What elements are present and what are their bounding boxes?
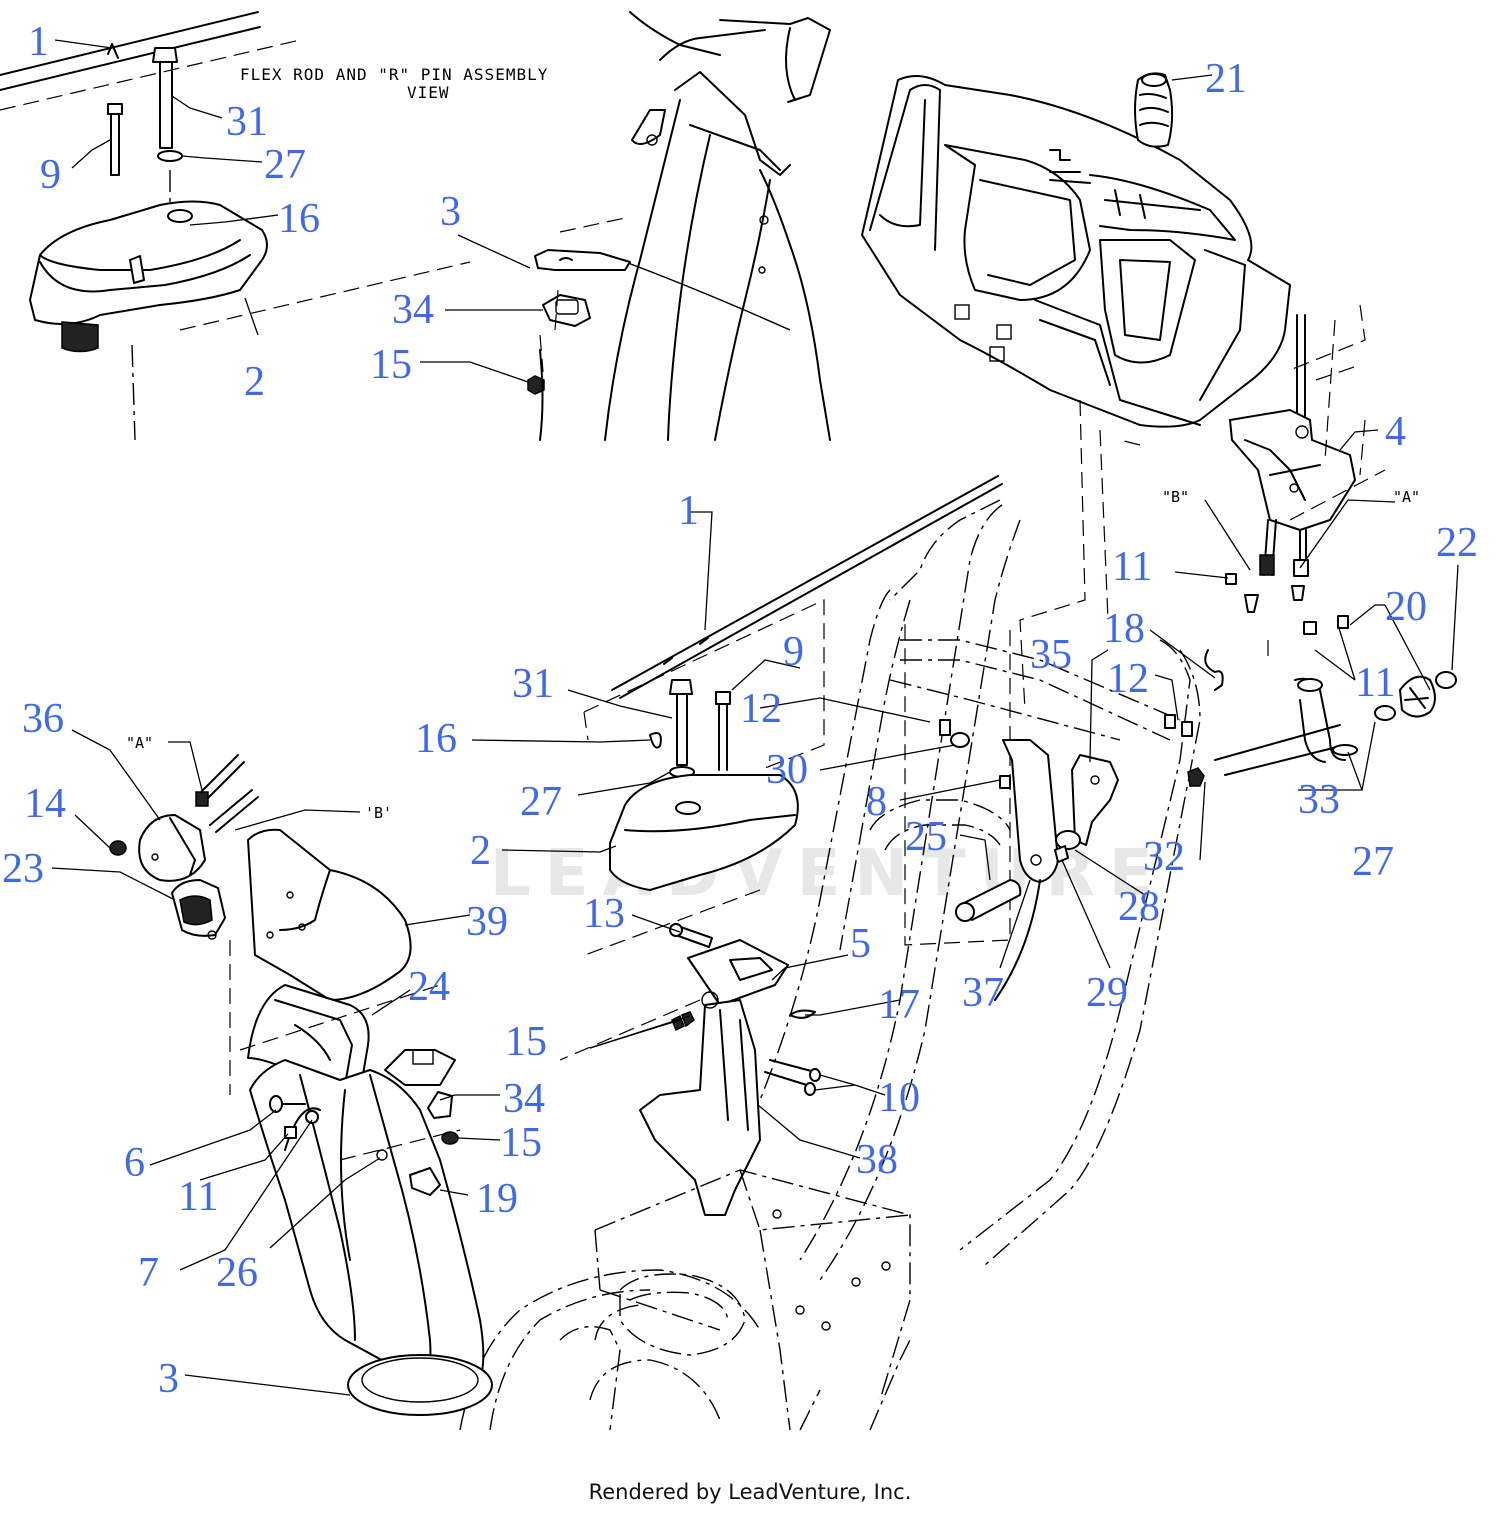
- callout-11-left: 11: [178, 1174, 218, 1220]
- callout-4: 4: [1385, 409, 1406, 455]
- chute-top-section: [527, 11, 831, 441]
- callout-15-center: 15: [505, 1019, 547, 1065]
- callout-9-inset: 9: [40, 152, 61, 198]
- callout-12-right: 12: [1107, 656, 1149, 702]
- callout-39: 39: [466, 899, 508, 945]
- cable-tag-b-top: "B": [1162, 488, 1189, 506]
- callout-33: 33: [1298, 777, 1340, 823]
- cable-tag-a-left: "A": [126, 734, 153, 752]
- callout-22: 22: [1436, 520, 1478, 566]
- callout-14: 14: [24, 781, 66, 827]
- inset-title-view: VIEW: [407, 83, 450, 102]
- callout-15-top: 15: [370, 342, 412, 388]
- callout-20: 20: [1385, 584, 1427, 630]
- callout-10: 10: [878, 1075, 920, 1121]
- callout-2-center: 2: [470, 828, 491, 874]
- callout-24: 24: [408, 964, 450, 1010]
- engine-housing: [459, 1169, 911, 1431]
- callout-16-inset: 16: [278, 196, 320, 242]
- callout-34-top: 34: [392, 287, 434, 333]
- callout-3-top: 3: [440, 189, 461, 235]
- callout-12-center: 12: [740, 686, 782, 732]
- callout-31-center: 31: [512, 661, 554, 707]
- cable-tag-a-top: "A": [1393, 488, 1420, 506]
- callout-18: 18: [1103, 606, 1145, 652]
- callout-34-left: 34: [503, 1076, 545, 1122]
- callout-30: 30: [766, 747, 808, 793]
- callout-27-center: 27: [520, 779, 562, 825]
- callout-7: 7: [138, 1250, 159, 1296]
- callout-36: 36: [22, 696, 64, 742]
- callout-1-inset: 1: [28, 19, 49, 65]
- parts-diagram: LEADVENTURE FLEX ROD AND "R" PIN ASSEMBL…: [0, 11, 1478, 1431]
- callout-37: 37: [962, 970, 1004, 1016]
- center-assembly: [559, 475, 1003, 1216]
- callout-1-center: 1: [678, 488, 699, 534]
- inset-flex-rod-view: FLEX ROD AND "R" PIN ASSEMBLY VIEW: [0, 11, 626, 441]
- leader-lines: [51, 39, 1459, 1396]
- callout-28: 28: [1118, 884, 1160, 930]
- callout-26: 26: [216, 1250, 258, 1296]
- callout-31-inset: 31: [226, 99, 268, 145]
- callout-32: 32: [1143, 834, 1185, 880]
- dash-console: [861, 72, 1291, 428]
- footer-credit: Rendered by LeadVenture, Inc.: [588, 1480, 912, 1504]
- callout-27-inset: 27: [264, 142, 306, 188]
- shift-plate: [1225, 304, 1386, 635]
- callout-21: 21: [1205, 56, 1247, 102]
- callout-5: 5: [850, 921, 871, 967]
- callout-38: 38: [856, 1137, 898, 1183]
- callout-3-left: 3: [158, 1356, 179, 1402]
- inset-title: FLEX ROD AND "R" PIN ASSEMBLY: [240, 65, 548, 84]
- callout-17: 17: [878, 982, 920, 1028]
- callout-15-left: 15: [500, 1120, 542, 1166]
- callout-9-center: 9: [783, 629, 804, 675]
- callout-25: 25: [905, 814, 947, 860]
- callout-11-mid: 11: [1112, 544, 1152, 590]
- callout-35: 35: [1030, 632, 1072, 678]
- cable-tag-b-left: 'B': [365, 804, 392, 822]
- callout-27-right: 27: [1352, 839, 1394, 885]
- chute-assembly: [109, 754, 493, 1416]
- callout-19: 19: [476, 1176, 518, 1222]
- callout-13: 13: [583, 891, 625, 937]
- callout-11-right: 11: [1355, 660, 1395, 706]
- callouts: 1 31 9 27 16 2 3 34 15 21 4 22 20 11 11 …: [2, 19, 1478, 1402]
- callout-23: 23: [2, 846, 44, 892]
- callout-8: 8: [866, 779, 887, 825]
- callout-2-inset: 2: [244, 359, 265, 405]
- callout-29: 29: [1086, 970, 1128, 1016]
- handle-frame: [759, 499, 1457, 1281]
- callout-16-center: 16: [415, 716, 457, 762]
- callout-6: 6: [124, 1140, 145, 1186]
